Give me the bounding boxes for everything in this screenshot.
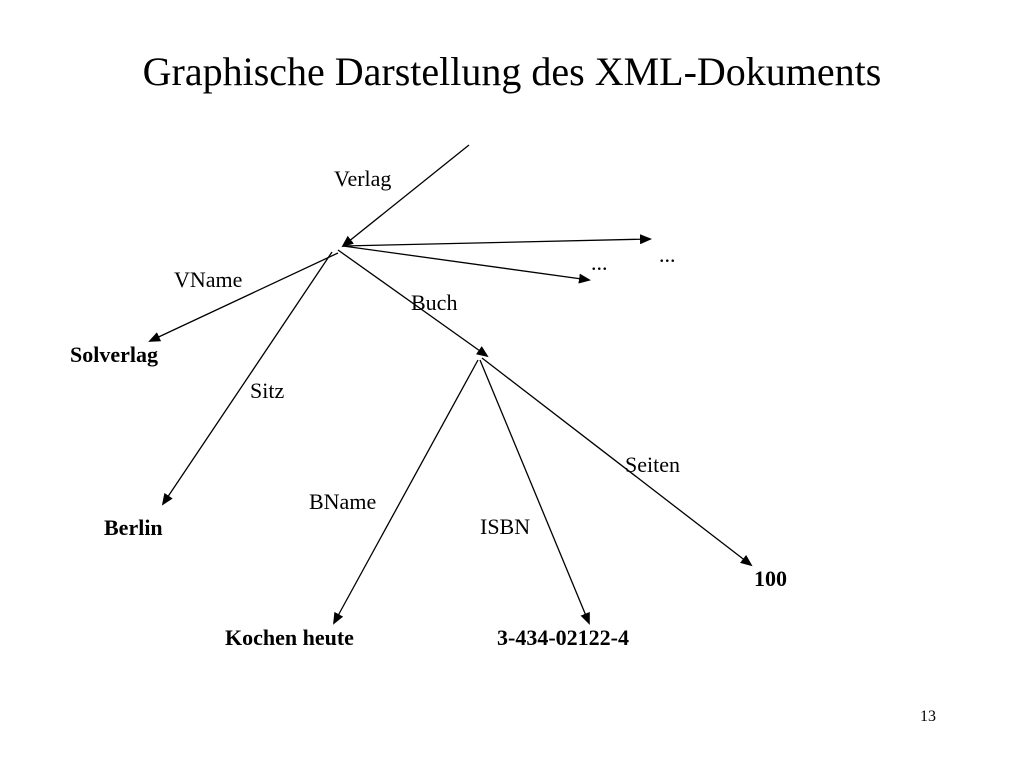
edge-vname bbox=[148, 252, 339, 342]
ellipsis-lower: ... bbox=[591, 250, 608, 275]
edge-verlag bbox=[341, 144, 470, 248]
leaf-berlin: Berlin bbox=[104, 515, 163, 540]
edge-label-verlag: Verlag bbox=[334, 166, 391, 191]
ellipsis-upper: ... bbox=[659, 242, 676, 267]
page-number: 13 bbox=[920, 708, 936, 725]
edge-label-isbn: ISBN bbox=[480, 514, 530, 539]
leaf-kochen-heute: Kochen heute bbox=[225, 625, 354, 650]
edge-label-seiten: Seiten bbox=[625, 452, 680, 477]
leaf-seiten-value: 100 bbox=[754, 566, 787, 591]
slide-title: Graphische Darstellung des XML-Dokuments bbox=[142, 49, 882, 94]
edge-label-sitz: Sitz bbox=[250, 378, 284, 403]
edge-sitz bbox=[161, 251, 333, 506]
leaf-isbn-value: 3-434-02122-4 bbox=[497, 625, 629, 650]
edge-buch bbox=[337, 249, 489, 358]
edge-seiten bbox=[481, 357, 753, 567]
edge-bname bbox=[333, 359, 479, 625]
edge-label-bname: BName bbox=[309, 489, 376, 514]
edge-isbn bbox=[479, 359, 590, 625]
edge-label-buch: Buch bbox=[411, 290, 457, 315]
leaf-solverlag: Solverlag bbox=[70, 342, 158, 367]
edge-ellipsis-upper bbox=[342, 234, 652, 247]
edge-ellipsis-lower bbox=[342, 245, 591, 284]
edge-label-vname: VName bbox=[174, 267, 242, 292]
